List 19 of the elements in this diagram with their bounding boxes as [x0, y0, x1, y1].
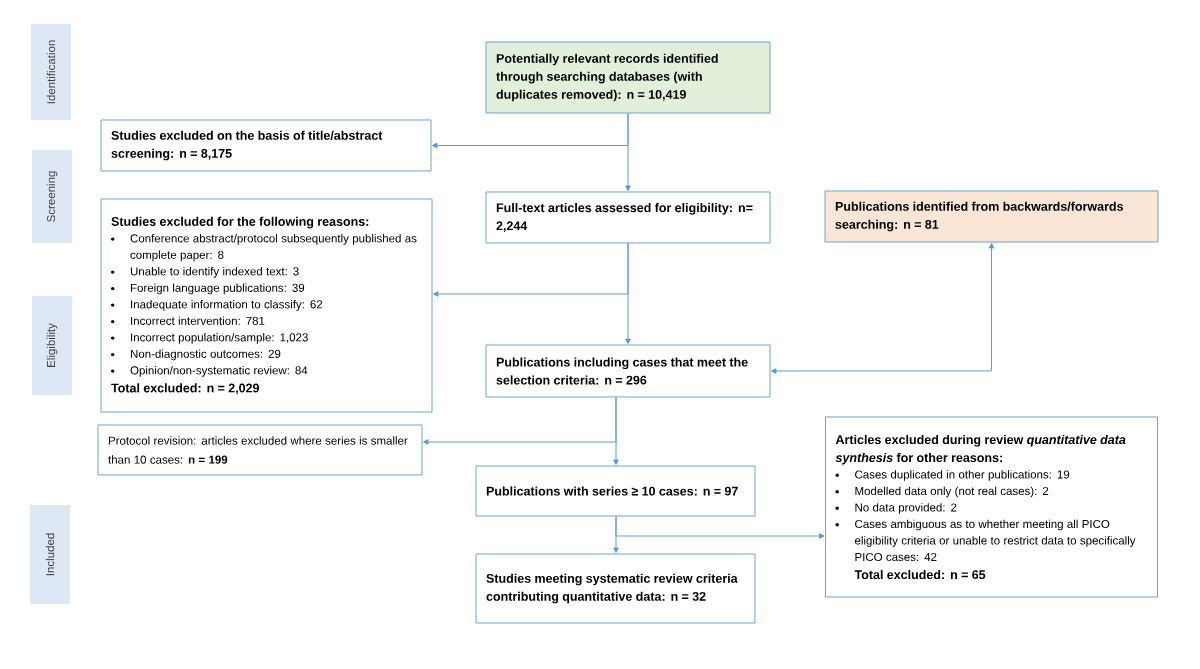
phase-band: Identification [31, 24, 71, 120]
arrow [771, 243, 995, 374]
exclusion-box: Protocol revision: articles excluded where series is smaller than 10 cases: n = 199 [97, 424, 423, 476]
process-box: Publications including cases that meet the selection criteria: n = 296 [485, 344, 771, 398]
exclusion-box: Studies excluded for the following reasons: Conference abstract/protocol subsequently published as complete paper: 8 Unable to identify indexed text: 3 Foreign language publications: 39 Inadequate information to classify: 62 Incorrect intervention: 781 Incorrect population/sample: 1,023 Non-diagnostic outcomes: 29 Opinion/non-systematic review: 84 Total excluded: n = 2,029 [100, 198, 433, 413]
phase-band: Screening [32, 150, 72, 243]
arrow [615, 515, 825, 539]
source-box: Publications identified from backwards/forwards searching: n = 81 [824, 190, 1159, 243]
arrow [423, 396, 617, 445]
arrow [432, 112, 629, 149]
arrow [433, 242, 629, 297]
process-box: Full-text articles assessed for eligibility: n= 2,244 [485, 191, 771, 244]
source-box: Potentially relevant records identified through searching databases (with duplicates removed): n = 10,419 [485, 41, 771, 114]
phase-band: Eligibility [32, 296, 72, 395]
exclusion-box: Articles excluded during review quantitative data synthesis for other reasons: Cases duplicated in other publications: 19 Modelled data only (not real cases): 2 No data provided: 2 Cases ambiguous as to whether meeting all PICO eligibility criteria or unable to restrict data to specifically PICO cases: 42 Total excluded: n = 65 [825, 416, 1158, 598]
process-box: Publications with series ≥ 10 cases: n = 97 [475, 465, 756, 517]
process-box: Studies meeting systematic review criteria contributing quantitative data: n = 32 [475, 553, 756, 624]
phase-band: Included [30, 505, 70, 604]
process-box: Studies excluded on the basis of title/abstract screening: n = 8,175 [100, 119, 432, 172]
